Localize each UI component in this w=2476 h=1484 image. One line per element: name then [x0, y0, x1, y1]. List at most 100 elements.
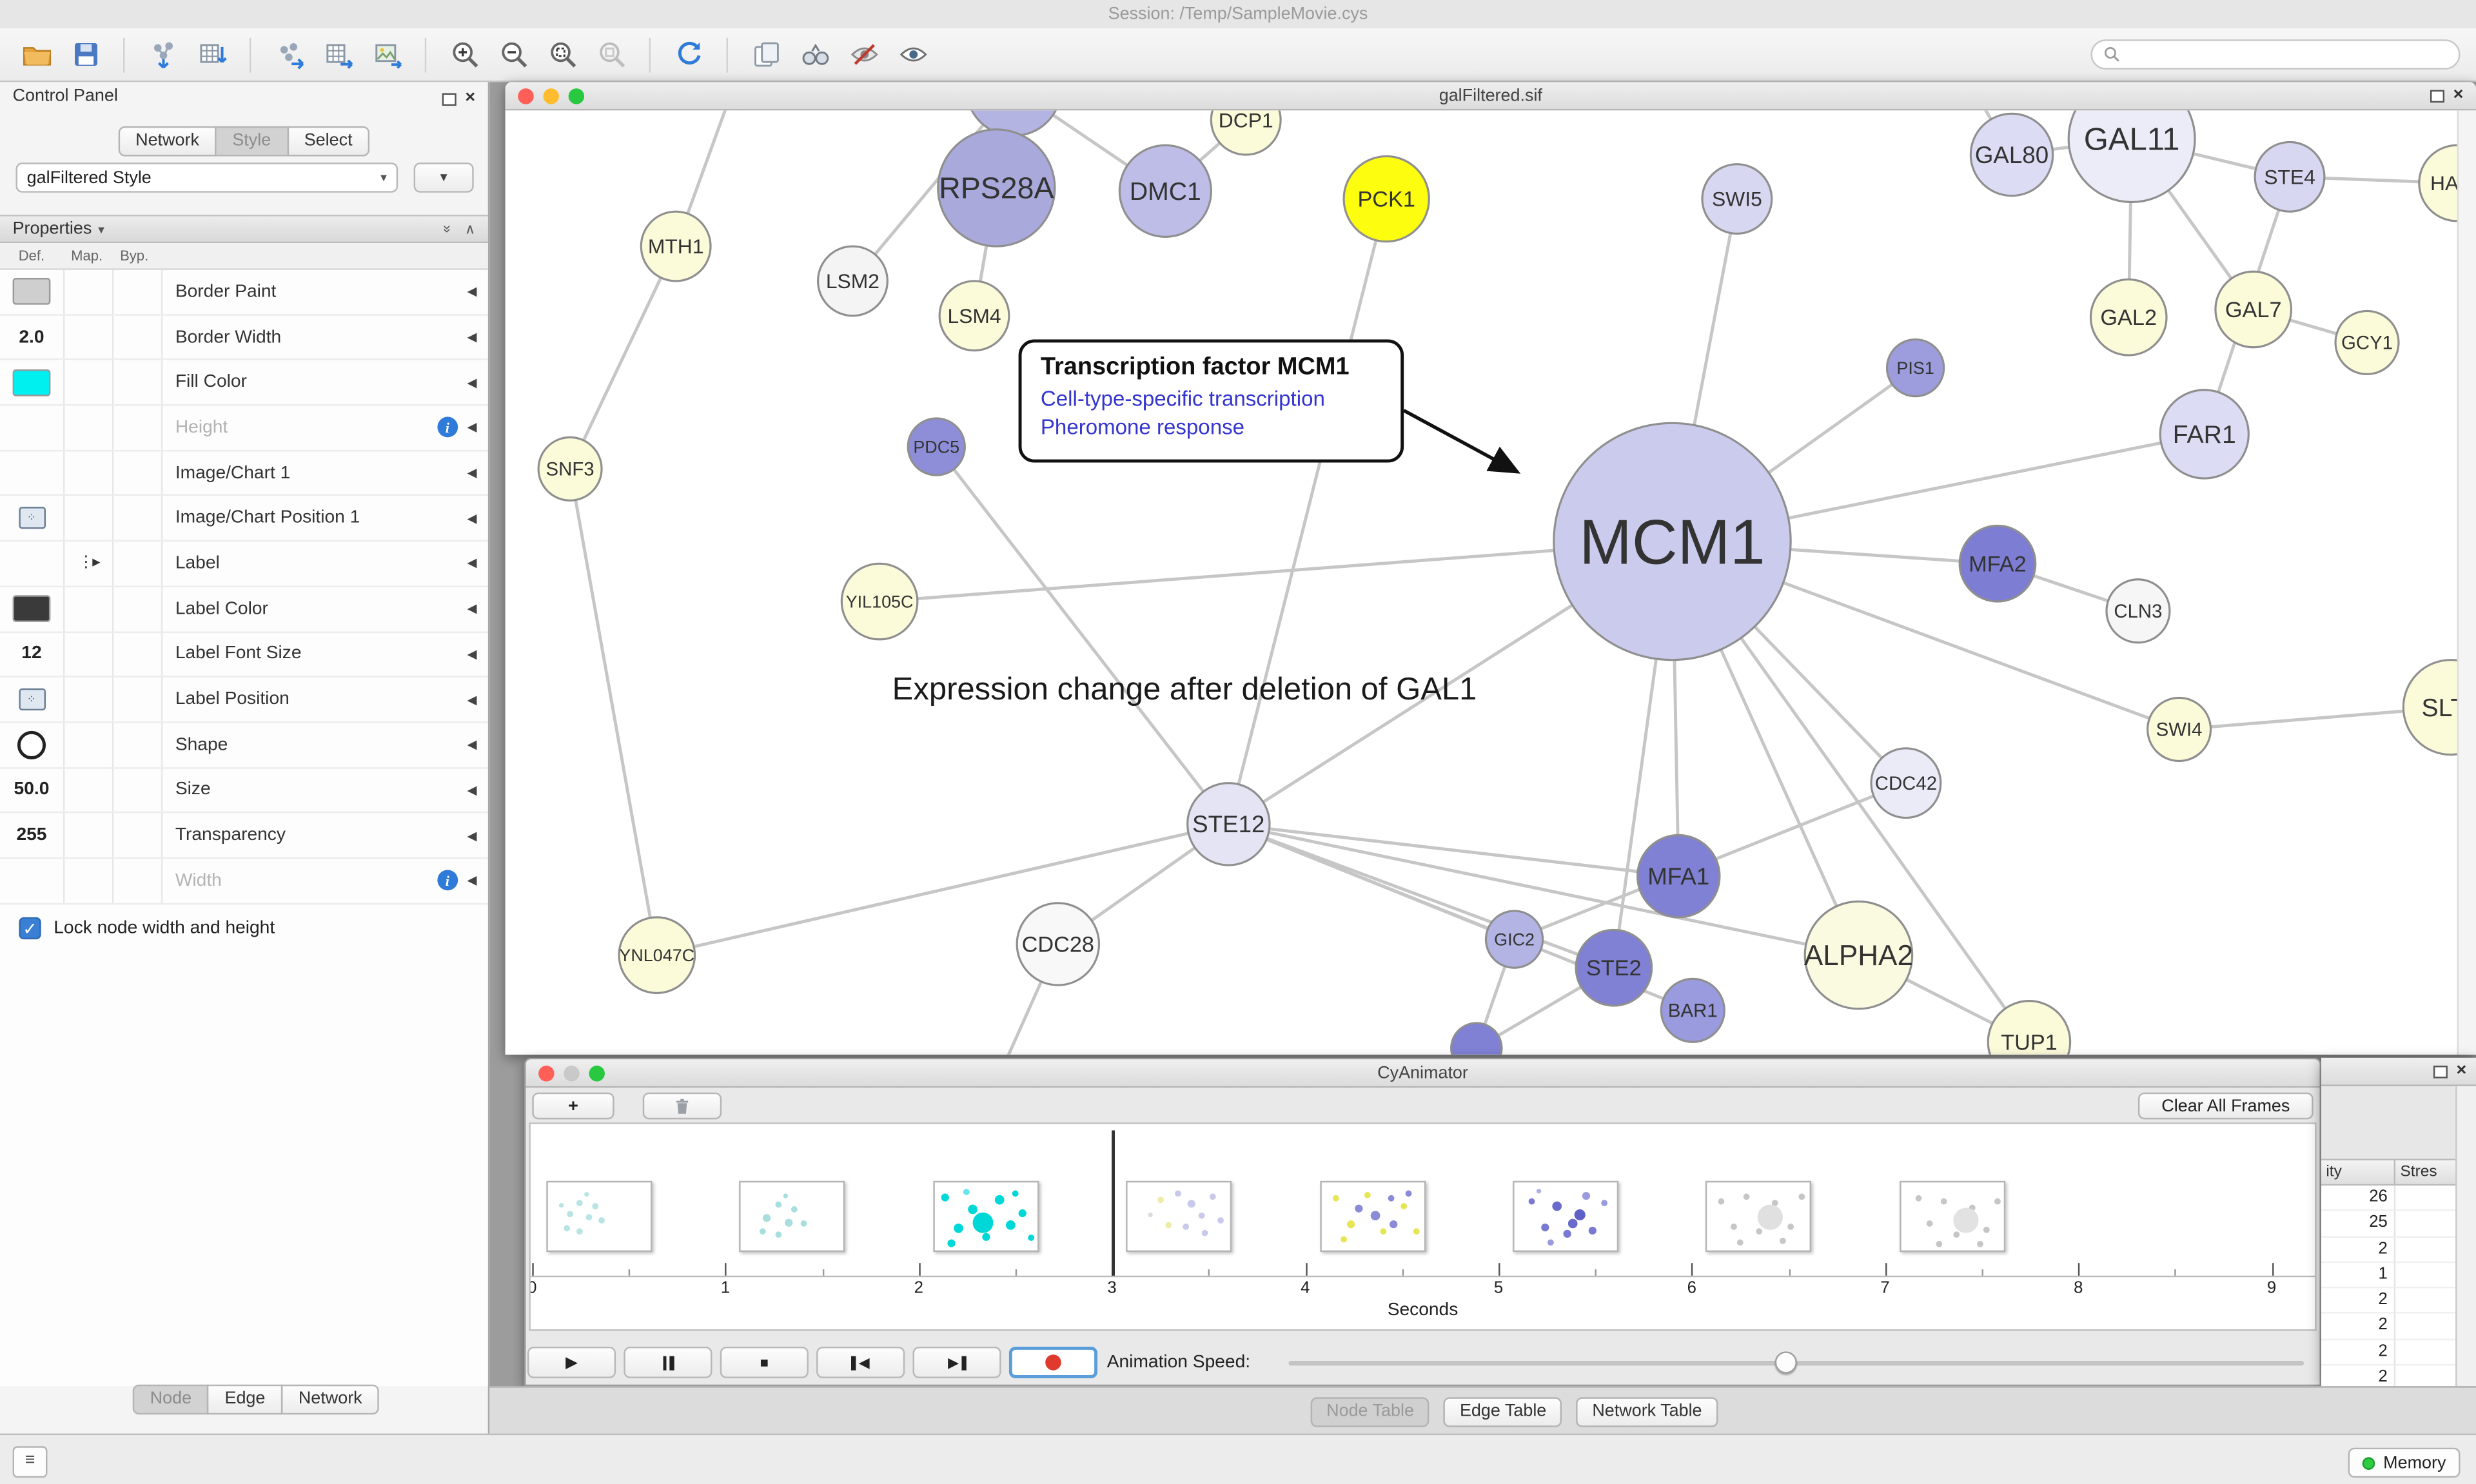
- annotation-box[interactable]: Transcription factor MCM1 Cell-type-spec…: [1018, 339, 1404, 463]
- float-window-icon[interactable]: [2429, 89, 2444, 102]
- property-row-label[interactable]: ⋮▸Label◀: [0, 542, 488, 587]
- expand-row-icon[interactable]: ◀: [467, 692, 477, 707]
- network-node-ALPHA2[interactable]: [1803, 900, 1914, 1010]
- expand-row-icon[interactable]: ◀: [467, 601, 477, 616]
- network-node-FAR1[interactable]: [2159, 389, 2250, 480]
- expand-row-icon[interactable]: ◀: [467, 873, 477, 888]
- expand-row-icon[interactable]: ◀: [467, 783, 477, 797]
- network-node-CDC28[interactable]: [1016, 902, 1101, 986]
- clear-all-frames-button[interactable]: Clear All Frames: [2137, 1092, 2314, 1120]
- table-row[interactable]: 26: [2321, 1186, 2457, 1212]
- property-row-label-position[interactable]: ⁘Label Position◀: [0, 678, 488, 723]
- network-node-GAL80[interactable]: [1969, 112, 2054, 197]
- table-scrollbar[interactable]: [2455, 1086, 2476, 1387]
- canvas-scrollbar[interactable]: [2457, 110, 2476, 1055]
- property-row-image-chart-position-1[interactable]: ⁘Image/Chart Position 1◀: [0, 496, 488, 542]
- panel-menu-button[interactable]: ≡: [12, 1446, 48, 1478]
- hide-selected-icon[interactable]: [843, 34, 885, 75]
- network-edge[interactable]: [1228, 822, 1679, 878]
- network-node-SWI4[interactable]: [2147, 696, 2212, 763]
- export-image-icon[interactable]: [366, 34, 408, 75]
- network-edge[interactable]: [1228, 822, 1859, 957]
- frame-thumbnail-5[interactable]: [1513, 1180, 1619, 1253]
- network-node-TUP1[interactable]: [1987, 1000, 2072, 1055]
- zoom-fit-icon[interactable]: [542, 34, 583, 75]
- table-row[interactable]: 2: [2321, 1365, 2457, 1387]
- network-node-PDC5[interactable]: [907, 417, 966, 476]
- network-node-YNL047C[interactable]: [618, 916, 696, 995]
- network-node-MFA1[interactable]: [1636, 834, 1721, 919]
- tab-network-table[interactable]: Network Table: [1576, 1397, 1718, 1427]
- expand-row-icon[interactable]: ◀: [467, 647, 477, 661]
- network-node-GAL11[interactable]: [2067, 110, 2196, 204]
- frame-thumbnail-6[interactable]: [1705, 1180, 1812, 1253]
- close-window-icon[interactable]: ×: [2456, 1060, 2467, 1080]
- mapping-icon[interactable]: ⋮▸: [78, 554, 100, 572]
- zoom-out-icon[interactable]: [493, 34, 534, 75]
- tab-edge[interactable]: Edge: [207, 1384, 283, 1415]
- default-value[interactable]: 255: [16, 826, 47, 845]
- network-node-STE4[interactable]: [2254, 141, 2326, 213]
- zoom-selected-icon[interactable]: [591, 34, 632, 75]
- expand-row-icon[interactable]: ◀: [467, 737, 477, 752]
- table-column-stres[interactable]: Stres: [2395, 1158, 2457, 1186]
- network-node-PCK1[interactable]: [1342, 155, 1430, 243]
- expand-all-icon[interactable]: »: [440, 224, 457, 233]
- ellipse-shape-icon[interactable]: [17, 730, 46, 759]
- frame-thumbnail-2[interactable]: [932, 1180, 1039, 1253]
- expand-row-icon[interactable]: ◀: [467, 465, 477, 480]
- default-value[interactable]: 2.0: [19, 327, 44, 347]
- network-node-PIS1[interactable]: [1885, 338, 1945, 398]
- network-node-MFA2[interactable]: [1958, 524, 2037, 603]
- network-node-CLN3[interactable]: [2105, 578, 2171, 644]
- color-swatch[interactable]: [12, 278, 51, 306]
- property-row-fill-color[interactable]: Fill Color◀: [0, 360, 488, 406]
- properties-header[interactable]: Properties ▾ » ∧: [0, 215, 488, 244]
- frame-thumbnail-4[interactable]: [1319, 1180, 1426, 1253]
- network-node-BAR1[interactable]: [1660, 977, 1725, 1043]
- expand-row-icon[interactable]: ◀: [467, 420, 477, 435]
- position-icon[interactable]: ⁘: [18, 507, 45, 530]
- network-node-GAL2[interactable]: [2089, 278, 2168, 356]
- import-table-icon[interactable]: [191, 34, 232, 75]
- delete-frame-button[interactable]: [642, 1092, 722, 1120]
- network-node-DMC1[interactable]: [1118, 144, 1212, 238]
- export-table-icon[interactable]: [317, 34, 359, 75]
- timeline-playhead[interactable]: [1112, 1130, 1115, 1276]
- network-node-MTH1[interactable]: [640, 210, 712, 282]
- network-node-SWI5[interactable]: [1701, 163, 1773, 235]
- network-node-RPS28A[interactable]: [937, 128, 1056, 248]
- tab-node[interactable]: Node: [132, 1384, 209, 1415]
- close-window-button[interactable]: [518, 88, 534, 104]
- expand-row-icon[interactable]: ◀: [467, 329, 477, 344]
- table-row[interactable]: 2: [2321, 1340, 2457, 1366]
- network-node-YIL105C[interactable]: [840, 562, 919, 641]
- info-icon[interactable]: i: [437, 417, 458, 438]
- network-node-GIC2[interactable]: [1484, 910, 1544, 969]
- add-frame-button[interactable]: +: [532, 1092, 614, 1120]
- tab-select[interactable]: Select: [286, 126, 370, 157]
- play-button[interactable]: ▶: [527, 1346, 616, 1378]
- tab-edge-table[interactable]: Edge Table: [1444, 1397, 1562, 1427]
- network-edge[interactable]: [568, 245, 678, 470]
- style-options-button[interactable]: ▾: [413, 162, 474, 193]
- expand-row-icon[interactable]: ◀: [467, 828, 477, 843]
- apply-layout-icon[interactable]: [668, 34, 709, 75]
- network-node-unlabeled[interactable]: [1450, 1022, 1503, 1055]
- table-row[interactable]: 2: [2321, 1237, 2457, 1263]
- table-row[interactable]: 2: [2321, 1288, 2457, 1314]
- frame-thumbnail-0[interactable]: [546, 1180, 653, 1253]
- color-swatch[interactable]: [12, 369, 51, 396]
- default-value[interactable]: 50.0: [14, 780, 50, 800]
- float-panel-icon[interactable]: [441, 92, 456, 105]
- text-annotation[interactable]: Expression change after deletion of GAL1: [892, 672, 1477, 708]
- network-edge[interactable]: [568, 468, 659, 956]
- record-button[interactable]: [1008, 1346, 1098, 1378]
- property-row-image-chart-1[interactable]: Image/Chart 1◀: [0, 451, 488, 497]
- show-all-icon[interactable]: [892, 34, 934, 75]
- network-edge[interactable]: [1226, 198, 1388, 825]
- tab-style[interactable]: Style: [215, 126, 289, 157]
- network-edge[interactable]: [879, 540, 1673, 603]
